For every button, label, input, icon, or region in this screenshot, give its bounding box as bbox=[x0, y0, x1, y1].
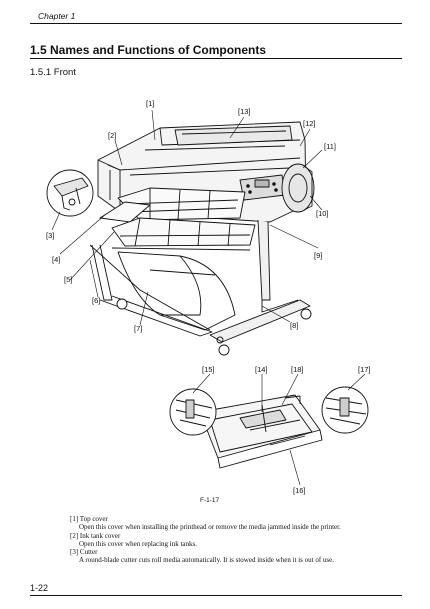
desc-1-title: [1] Top cover bbox=[70, 515, 108, 523]
printer-stand bbox=[89, 219, 312, 356]
callout-9: [9] bbox=[314, 251, 322, 260]
header-rule bbox=[30, 23, 402, 24]
callout-17: [17] bbox=[358, 365, 371, 374]
detail-inset-left bbox=[169, 388, 217, 436]
callout-4: [4] bbox=[52, 255, 60, 264]
section-rule bbox=[30, 58, 402, 59]
leader-lines bbox=[51, 109, 366, 486]
callout-1: [1] bbox=[146, 99, 154, 108]
cassette-detail bbox=[199, 394, 323, 469]
desc-3-body: A round-blade cutter cuts roll media aut… bbox=[79, 556, 334, 564]
callout-3: [3] bbox=[46, 231, 54, 240]
roll-end-cover bbox=[281, 163, 315, 213]
callout-12: [12] bbox=[303, 119, 316, 128]
callout-8: [8] bbox=[290, 321, 298, 330]
page-number: 1-22 bbox=[30, 583, 49, 593]
figure-label: F-1-17 bbox=[200, 497, 220, 504]
desc-2-title: [2] Ink tank cover bbox=[70, 532, 121, 540]
subsection-title: 1.5.1 Front bbox=[30, 67, 76, 78]
callout-10: [10] bbox=[316, 209, 329, 218]
callout-7: [7] bbox=[134, 324, 142, 333]
output-basket bbox=[111, 247, 251, 331]
page-header: Chapter 1 bbox=[0, 0, 430, 30]
operation-panel bbox=[239, 174, 286, 201]
callout-14: [14] bbox=[255, 365, 268, 374]
desc-1-body: Open this cover when installing the prin… bbox=[79, 523, 341, 531]
section-title: 1.5 Names and Functions of Components bbox=[30, 43, 267, 57]
footer-rule bbox=[30, 595, 402, 596]
desc-2-body: Open this cover when replacing ink tanks… bbox=[79, 540, 197, 548]
callout-16: [16] bbox=[293, 486, 306, 495]
callout-13: [13] bbox=[238, 107, 251, 116]
callout-11: [11] bbox=[324, 142, 336, 151]
detail-inset-right bbox=[321, 386, 369, 434]
callout-6: [6] bbox=[92, 296, 100, 305]
output-tray bbox=[99, 187, 256, 247]
chapter-label: Chapter 1 bbox=[38, 11, 76, 21]
callout-5: [5] bbox=[64, 275, 72, 284]
callout-labels: [1] [2] [3] [4] [5] [6] [7] [8] [9] [10]… bbox=[46, 99, 371, 495]
callout-18: [18] bbox=[291, 365, 304, 374]
desc-3-title: [3] Cutter bbox=[70, 548, 98, 556]
cutter-inset bbox=[46, 169, 94, 217]
callout-15: [15] bbox=[202, 365, 215, 374]
callout-2: [2] bbox=[108, 131, 116, 140]
